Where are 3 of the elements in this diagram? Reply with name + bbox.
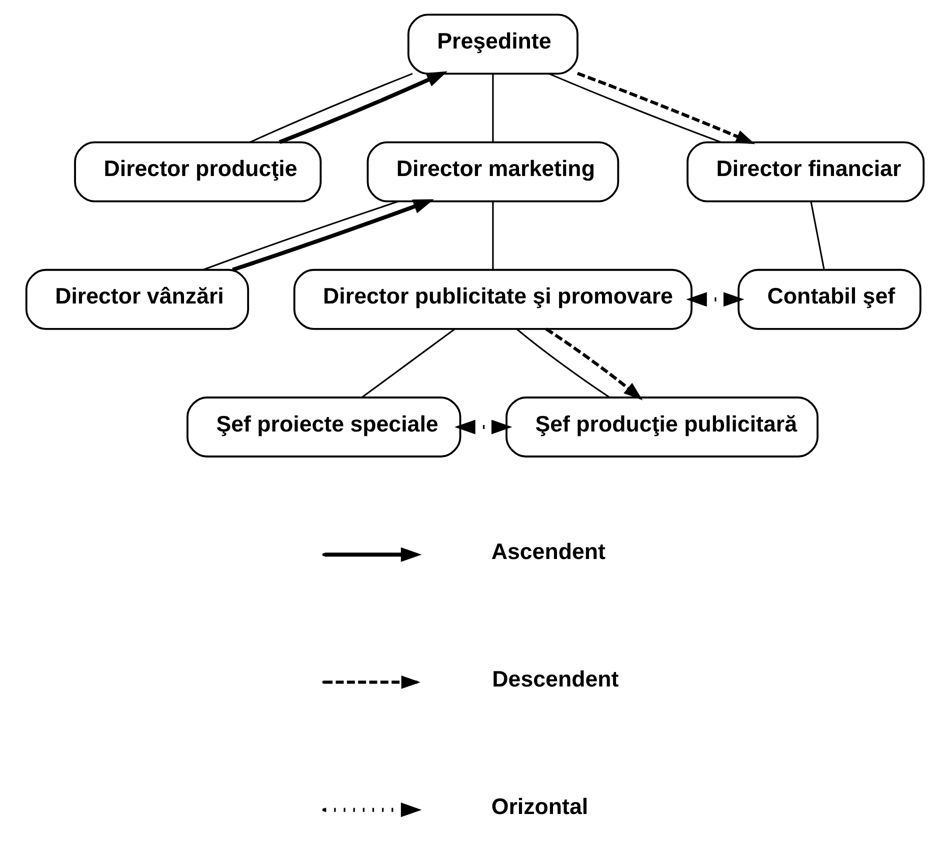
legend-label: Ascendent: [491, 538, 606, 564]
legend-label: Orizontal: [491, 794, 588, 820]
legend-label: Descendent: [492, 666, 619, 692]
